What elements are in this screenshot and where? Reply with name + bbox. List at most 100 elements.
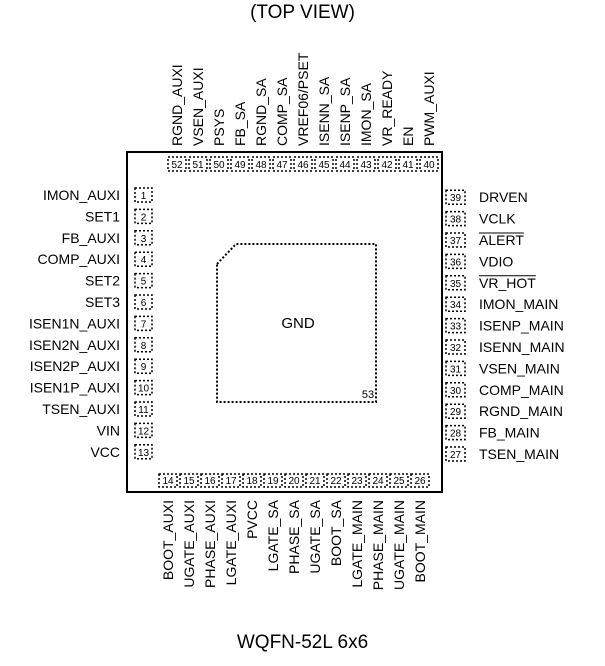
pin-pad [445,446,466,462]
pin-number: 40 [423,160,435,171]
pin-label: VR_READY [379,70,395,146]
pin-pad [445,275,466,291]
pin-number: 6 [141,298,147,309]
pin-label: VSEN_AUXI [190,67,206,146]
pin-number: 30 [450,386,462,397]
pin-label: LGATE_AUXI [223,500,239,585]
pin-pad [134,187,153,203]
pin-pad [134,272,153,289]
pin-pad [445,403,466,419]
pin-number: 51 [192,160,204,171]
view-title: (TOP VIEW) [250,2,355,23]
pin-label: VR_HOT [479,275,536,291]
pin-pad [188,156,208,172]
pin-pad [134,208,153,225]
pin-number: 27 [450,450,462,461]
pin-label: ISEN2N_AUXI [29,337,120,353]
pin-number: 25 [393,476,405,487]
pin-number: 38 [450,215,462,226]
pin-label: FB_AUXI [62,230,120,246]
pin-label: SET1 [85,208,120,224]
pin-label: FB_MAIN [479,425,540,441]
pin-number: 46 [297,160,309,171]
pin-pad [335,156,355,172]
pin-number: 1 [141,191,147,202]
pin-pad [377,156,397,172]
pin-pad [445,339,466,355]
pin-label: SET3 [85,294,120,310]
pin-number: 44 [339,160,351,171]
pin-pad [263,473,283,488]
pin-number: 15 [183,476,195,487]
pin-label: PSYS [211,109,227,146]
pin-pad [134,251,153,267]
pin-label: BOOT_AUXI [160,500,176,580]
pin-number: 33 [450,322,462,333]
pin-number: 3 [141,234,147,245]
pin-pad [134,230,153,246]
pin-number: 16 [204,476,216,487]
pin-pad [445,210,466,227]
pin-label: TSEN_AUXI [42,401,120,417]
pin-label: PWM_AUXI [421,71,437,146]
pin-pad [221,473,241,488]
pin-label: COMP_AUXI [38,251,120,267]
pin-label: EN [400,127,416,146]
pin-number: 19 [267,476,279,487]
pin-number: 5 [141,277,147,288]
pin-pad [326,473,346,488]
pin-label: SET2 [85,273,120,289]
pin-label: IMON_AUXI [43,187,120,203]
package-body [126,151,443,493]
pin-pad [445,296,466,312]
pin-number: 26 [414,476,426,487]
pin-label: LGATE_SA [265,499,281,571]
pin-number: 45 [318,160,330,171]
pin-label: UGATE_MAIN [391,500,407,590]
pin-label: VCC [90,444,120,460]
pin-number: 18 [246,476,258,487]
pin-label: ISENN_MAIN [479,339,565,355]
pin-number: 13 [138,448,150,459]
pin-number: 34 [450,300,462,311]
pin-pad [445,360,466,377]
pin-pad [284,473,304,488]
pin-number: 20 [288,476,300,487]
pin-number: 22 [330,476,342,487]
pin-number: 9 [141,362,147,373]
pin-label: FB_SA [232,101,248,146]
pin-number: 35 [450,279,462,290]
pin-pad [134,379,153,396]
pin-label: VIN [97,422,120,438]
pin-number: 28 [450,429,462,440]
pin-number: 12 [138,426,150,437]
pin-label: BOOT_MAIN [412,500,428,582]
pin-number: 14 [162,476,174,487]
pin-pad [445,382,466,398]
pin-pad [209,156,229,172]
pin-label: ISENP_SA [337,77,353,146]
pin-number: 23 [351,476,363,487]
pin-pad [445,253,466,270]
pin-label: ISENP_MAIN [479,318,564,334]
pin-pad [179,473,199,488]
pin-label: PHASE_SA [286,499,302,574]
pin-number: 7 [141,319,147,330]
pin-pad [293,156,313,172]
pin-label: LGATE_MAIN [349,500,365,588]
exposed-pad-label: GND [281,315,315,332]
pin-label: UGATE_AUXI [181,500,197,588]
pin-pad [445,424,466,441]
pin-number: 29 [450,407,462,418]
pin-pad [251,156,271,172]
pin-pad [347,473,367,488]
pin-pad [230,156,250,172]
pin-number: 17 [225,476,237,487]
pin-pad [398,156,418,172]
pin-pad [410,473,430,488]
pin-pad [134,401,153,417]
pin-pad [200,473,220,488]
pin-pad [242,473,262,488]
